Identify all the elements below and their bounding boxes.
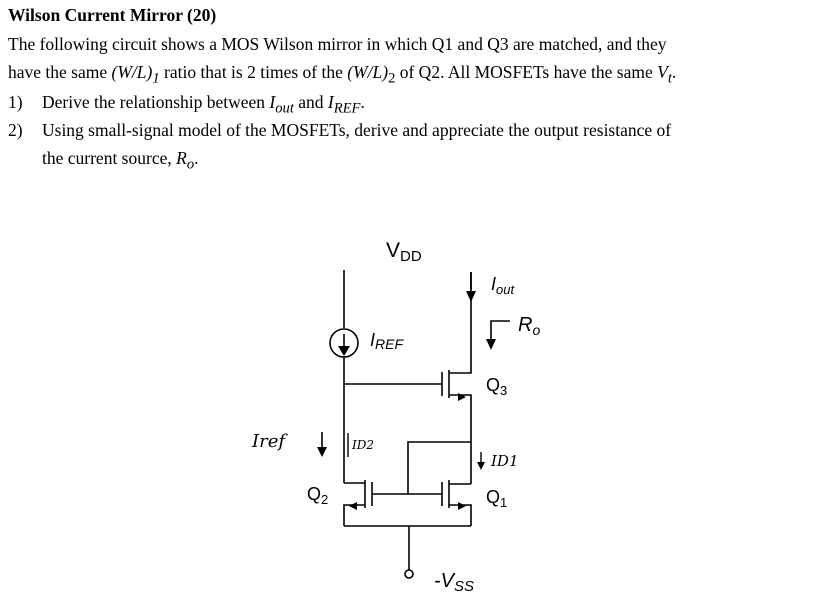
q2-label: Q2 <box>307 484 328 507</box>
item-2-text-cont: the current source, <box>42 148 177 168</box>
vt-symbol: V <box>657 62 668 82</box>
handwritten-id2: ID2 <box>351 438 374 452</box>
vt-sub: t <box>667 70 672 87</box>
iout-sub: out <box>275 100 294 117</box>
intro-period: . <box>671 62 677 82</box>
item-1-period: . <box>360 92 365 112</box>
q1-label: Q1 <box>486 487 507 510</box>
vdd-label: VDD <box>386 239 422 265</box>
handwritten-iref-arrowhead <box>317 447 327 457</box>
wl-ratio-1-sub: 1 <box>152 70 160 87</box>
q3-label: Q3 <box>486 375 507 398</box>
handwritten-iref: Iref <box>251 431 288 452</box>
q2-source-arrow <box>349 502 357 510</box>
intro-text-g: of Q2. All MOSFETs have the same <box>395 62 658 82</box>
item-1-and: and <box>293 92 328 112</box>
intro-line-2: have the same (W/L)1 ratio that is 2 tim… <box>8 61 676 90</box>
ro-arrowhead <box>486 339 496 350</box>
iout-arrowhead <box>466 291 476 302</box>
question-item-2-cont: the current source, Ro. <box>42 147 198 176</box>
q1-source <box>449 504 472 526</box>
intro-text-a: have the same <box>8 62 112 82</box>
circuit-arrowheads <box>338 291 496 510</box>
item-2-period: . <box>194 148 199 168</box>
iref-symbol: I <box>327 92 334 112</box>
iout-symbol: I <box>269 92 276 112</box>
current-source-arrowhead <box>338 346 350 356</box>
iref-label: IREF <box>370 330 404 352</box>
item-1-number: 1) <box>8 92 23 112</box>
vss-label: -VSS <box>434 570 474 595</box>
handwritten-id1: ID1 <box>490 452 519 470</box>
wl-ratio-1: (W/L) <box>111 62 153 82</box>
intro-text-d: ratio that is 2 times of the <box>159 62 348 82</box>
q3-source-arrow <box>458 393 466 401</box>
question-item-2: 2) Using small-signal model of the MOSFET… <box>8 119 671 141</box>
item-1-text: Derive the relationship between <box>42 92 270 112</box>
intro-line-1: The following circuit shows a MOS Wilson… <box>8 34 667 54</box>
q1-source-arrow <box>458 502 466 510</box>
wl-ratio-2: (W/L) <box>347 62 389 82</box>
q2-source <box>343 504 365 526</box>
iout-label: Iout <box>491 274 515 297</box>
ro-label: Ro <box>518 314 540 338</box>
ro-bracket <box>490 320 510 341</box>
q3-source <box>449 394 472 484</box>
item-2-text: Using small-signal model of the MOSFETs,… <box>42 120 672 140</box>
ro-sub: o <box>186 156 195 173</box>
iref-sub: REF <box>333 100 361 117</box>
question-item-1: 1) Derive the relationship between Iout a… <box>8 91 365 120</box>
handwritten-id1-arrowhead <box>477 462 485 470</box>
vss-terminal <box>404 569 414 579</box>
wire-diode-connect <box>407 441 471 494</box>
ro-symbol: R <box>176 148 187 168</box>
question-title: Wilson Current Mirror (20) <box>8 5 217 25</box>
circuit-wires <box>329 270 510 579</box>
item-2-number: 2) <box>8 120 23 140</box>
q3-drain <box>449 272 472 374</box>
wl-ratio-2-sub: 2 <box>388 70 396 87</box>
